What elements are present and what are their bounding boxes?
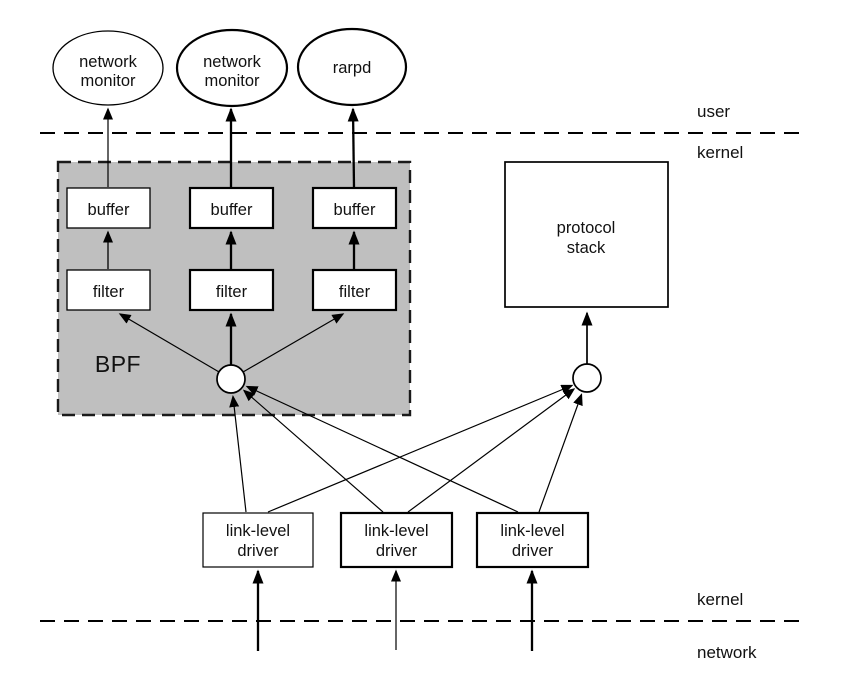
label-buffer3: buffer bbox=[334, 201, 376, 219]
label-driver2-line1: link-level bbox=[364, 522, 428, 540]
box-buffer2 bbox=[188, 186, 275, 230]
label-filter2: filter bbox=[216, 283, 248, 301]
label-driver3-line1: link-level bbox=[500, 522, 564, 540]
label-rarpd: rarpd bbox=[333, 59, 372, 77]
arrow-driver2-to-bpf-tap bbox=[242, 389, 384, 513]
box-driver3 bbox=[475, 511, 590, 569]
label-user: user bbox=[697, 102, 730, 121]
box-driver2 bbox=[339, 511, 454, 569]
label-buffer1: buffer bbox=[88, 201, 130, 219]
label-filter1: filter bbox=[93, 283, 125, 301]
label-driver1-line1: link-level bbox=[226, 522, 290, 540]
arrow-tap-to-filter3 bbox=[230, 313, 345, 380]
label-driver2-line2: driver bbox=[376, 542, 418, 560]
ellipse-network-monitor-2 bbox=[175, 28, 289, 108]
label-driver3-line2: driver bbox=[512, 542, 554, 560]
bpf-tap-circle bbox=[216, 364, 246, 394]
label-monitor1-line1: network bbox=[79, 53, 138, 71]
label-bpf: BPF bbox=[95, 351, 141, 377]
label-protocol-stack-line2: stack bbox=[567, 239, 606, 257]
arrow-driver3-to-stack-tap bbox=[538, 393, 583, 513]
protocol-stack-tap-circle bbox=[572, 363, 602, 393]
ellipse-rarpd bbox=[296, 27, 408, 107]
label-monitor2-line2: monitor bbox=[204, 72, 260, 90]
box-driver1 bbox=[202, 512, 314, 568]
box-filter1 bbox=[66, 269, 151, 311]
label-network: network bbox=[697, 643, 757, 662]
label-kernel-lower: kernel bbox=[697, 590, 743, 609]
ellipse-network-monitor-1 bbox=[52, 30, 164, 106]
box-buffer1 bbox=[66, 187, 151, 229]
box-protocol-stack bbox=[504, 161, 669, 308]
label-buffer2: buffer bbox=[211, 201, 253, 219]
arrow-driver3-to-bpf-tap bbox=[245, 385, 519, 513]
arrow-driver1-to-stack-tap bbox=[267, 384, 574, 513]
box-buffer3 bbox=[311, 186, 398, 230]
arrow-driver2-to-stack-tap bbox=[407, 388, 576, 513]
arrow-tap-to-filter1 bbox=[118, 313, 232, 380]
label-protocol-stack-line1: protocol bbox=[557, 219, 616, 237]
box-filter2 bbox=[188, 268, 275, 312]
label-kernel-upper: kernel bbox=[697, 143, 743, 162]
label-filter3: filter bbox=[339, 283, 371, 301]
arrow-buffer3-to-rarpd bbox=[347, 107, 359, 188]
label-driver1-line2: driver bbox=[237, 542, 279, 560]
arrow-driver1-to-bpf-tap bbox=[229, 395, 247, 513]
label-monitor1-line2: monitor bbox=[80, 72, 136, 90]
box-filter3 bbox=[311, 268, 398, 312]
label-monitor2-line1: network bbox=[203, 53, 262, 71]
